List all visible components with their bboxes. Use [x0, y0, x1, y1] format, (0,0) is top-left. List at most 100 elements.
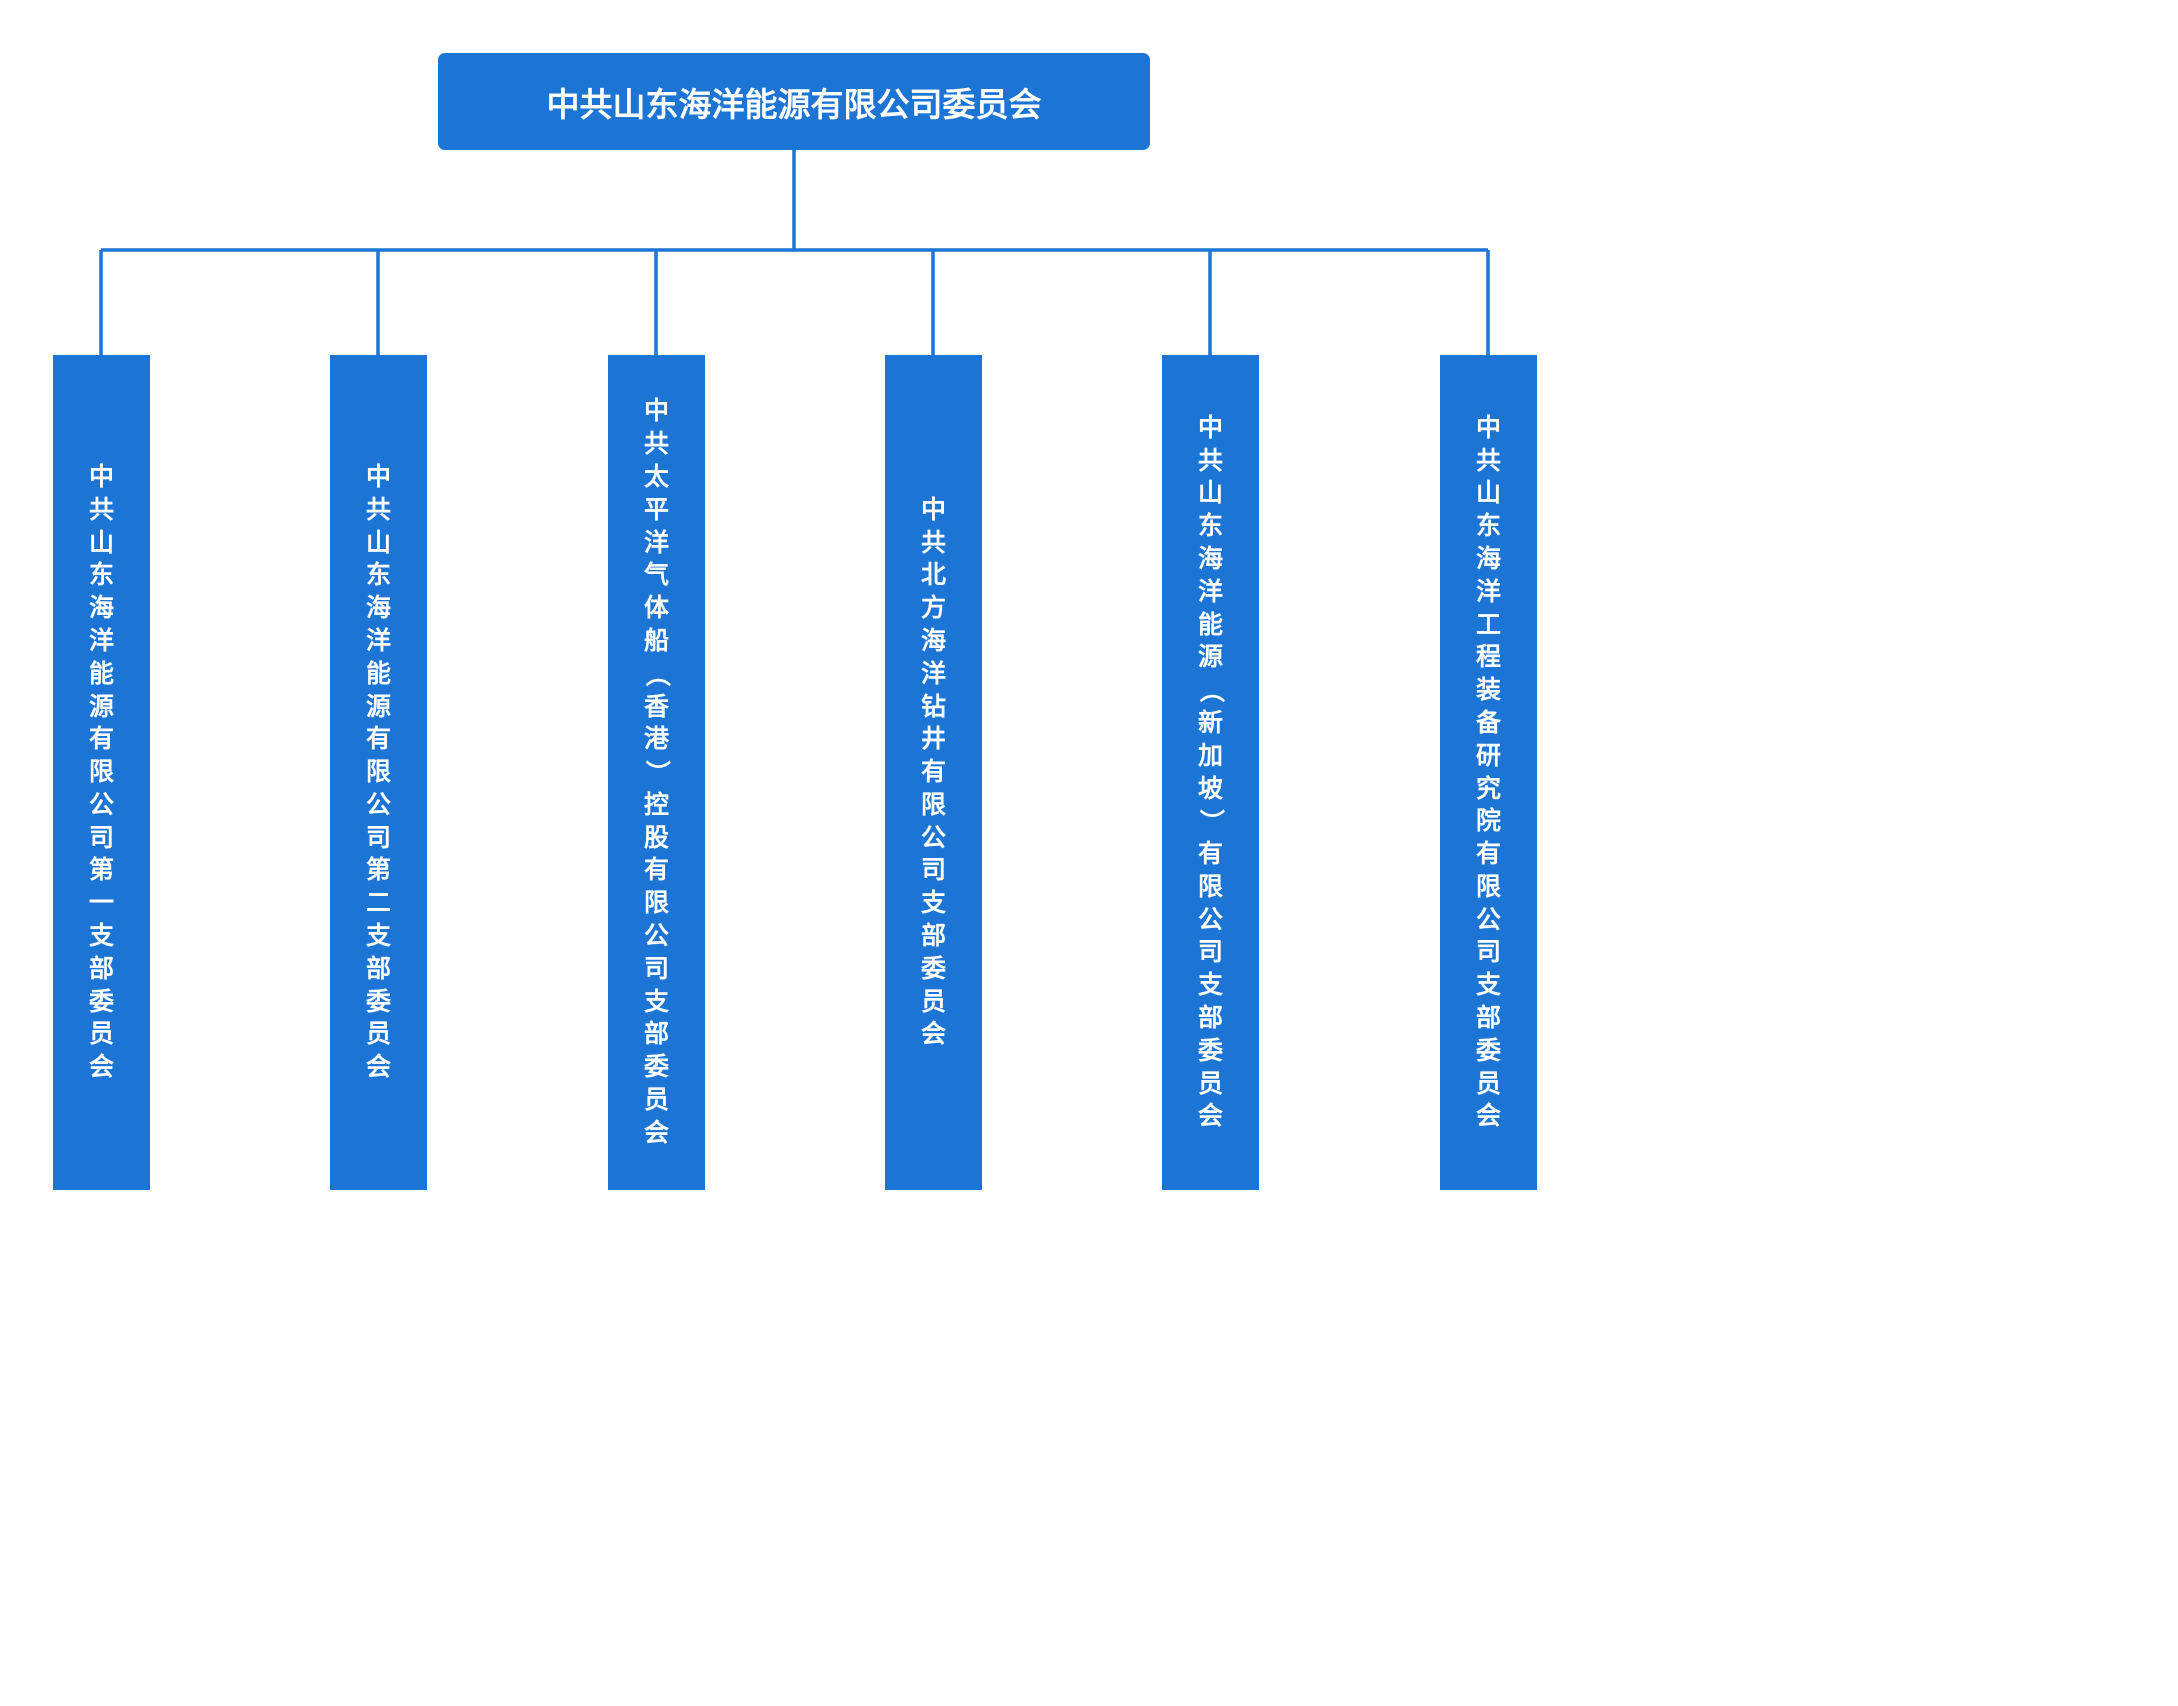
- label-char: 部: [88, 953, 114, 983]
- label-char: 共: [1197, 445, 1223, 475]
- label-char: 委: [1475, 1035, 1501, 1065]
- label-char: 山: [1197, 478, 1223, 508]
- label-char: 能: [1197, 609, 1223, 639]
- label-char: 新: [1197, 707, 1223, 737]
- label-char: 会: [920, 1019, 946, 1049]
- label-char: 第: [88, 855, 114, 885]
- label-char: 有: [643, 855, 669, 885]
- label-char: 体: [643, 593, 669, 623]
- label-char: 港: [643, 724, 669, 754]
- root-node: 中共山东海洋能源有限公司委员会: [438, 53, 1150, 150]
- label-char: 员: [1475, 1068, 1501, 1098]
- label-char: 东: [1475, 511, 1501, 541]
- label-char: 方: [920, 593, 946, 623]
- child-node-label: 中共太平洋气体船（香港）控股有限公司支部委员会: [643, 395, 672, 1149]
- child-node-label: 中共山东海洋能源有限公司第二支部委员会: [366, 461, 391, 1084]
- label-char: 有: [88, 724, 114, 754]
- label-char: 东: [365, 560, 391, 590]
- label-char: 平: [643, 494, 669, 524]
- label-char: ）: [642, 759, 672, 785]
- label-char: 有: [365, 724, 391, 754]
- child-node-label: 中共山东海洋工程装备研究院有限公司支部委员会: [1476, 412, 1501, 1134]
- label-char: 研: [1475, 740, 1501, 770]
- label-char: 共: [1475, 445, 1501, 475]
- label-char: 装: [1475, 675, 1501, 705]
- label-char: 共: [88, 494, 114, 524]
- label-char: 员: [365, 1019, 391, 1049]
- label-char: 程: [1475, 642, 1501, 672]
- label-char: 员: [1197, 1068, 1223, 1098]
- label-char: 中: [1475, 412, 1501, 442]
- label-char: 有: [1475, 839, 1501, 869]
- label-char: 限: [365, 757, 391, 787]
- label-char: 有: [1197, 839, 1223, 869]
- child-node-label: 中共山东海洋能源有限公司第一支部委员会: [89, 461, 114, 1084]
- label-char: 洋: [1197, 576, 1223, 606]
- label-char: 山: [88, 527, 114, 557]
- child-node-4: 中共北方海洋钻井有限公司支部委员会: [885, 355, 982, 1190]
- label-char: 共: [365, 494, 391, 524]
- label-char: 海: [1197, 543, 1223, 573]
- label-char: 太: [643, 461, 669, 491]
- label-char: 洋: [643, 527, 669, 557]
- label-char: 员: [88, 1019, 114, 1049]
- label-char: 能: [365, 658, 391, 688]
- label-char: 洋: [920, 658, 946, 688]
- label-char: 部: [643, 1019, 669, 1049]
- label-char: 限: [88, 757, 114, 787]
- label-char: 支: [88, 921, 114, 951]
- org-chart: 中共山东海洋能源有限公司委员会 中共山东海洋能源有限公司第一支部委员会 中共山东…: [53, 53, 1537, 1190]
- label-char: 海: [920, 625, 946, 655]
- label-char: 坡: [1197, 773, 1223, 803]
- label-char: 限: [643, 888, 669, 918]
- label-char: 船: [643, 625, 669, 655]
- label-char: 支: [643, 986, 669, 1016]
- child-node-1: 中共山东海洋能源有限公司第一支部委员会: [53, 355, 150, 1190]
- label-char: 井: [920, 724, 946, 754]
- connector-lines: [99, 150, 1490, 355]
- label-char: 北: [920, 560, 946, 590]
- label-char: 洋: [88, 625, 114, 655]
- label-char: 司: [365, 822, 391, 852]
- label-char: 部: [1197, 1003, 1223, 1033]
- label-char: （: [1196, 678, 1226, 704]
- label-char: 究: [1475, 773, 1501, 803]
- label-char: 共: [643, 429, 669, 459]
- label-char: 会: [1475, 1101, 1501, 1131]
- label-char: 限: [1475, 871, 1501, 901]
- label-char: 有: [920, 757, 946, 787]
- label-char: 备: [1475, 707, 1501, 737]
- label-char: 源: [88, 691, 114, 721]
- label-char: 支: [365, 921, 391, 951]
- label-char: 洋: [1475, 576, 1501, 606]
- label-char: 委: [920, 953, 946, 983]
- label-char: 委: [365, 986, 391, 1016]
- label-char: 东: [1197, 511, 1223, 541]
- label-char: 中: [1197, 412, 1223, 442]
- label-char: 能: [88, 658, 114, 688]
- label-char: 工: [1475, 609, 1501, 639]
- child-node-label: 中共北方海洋钻井有限公司支部委员会: [921, 494, 946, 1052]
- label-char: 山: [365, 527, 391, 557]
- label-char: 海: [88, 593, 114, 623]
- label-char: 山: [1475, 478, 1501, 508]
- child-node-label: 中共山东海洋能源（新加坡）有限公司支部委员会: [1197, 412, 1226, 1134]
- label-char: 控: [643, 789, 669, 819]
- label-char: 二: [365, 888, 391, 918]
- label-char: 司: [1475, 937, 1501, 967]
- label-char: 司: [920, 855, 946, 885]
- child-node-2: 中共山东海洋能源有限公司第二支部委员会: [330, 355, 427, 1190]
- label-char: 限: [920, 789, 946, 819]
- label-char: 公: [1197, 904, 1223, 934]
- label-char: 公: [643, 921, 669, 951]
- label-char: 中: [643, 396, 669, 426]
- label-char: 员: [643, 1085, 669, 1115]
- label-char: 钻: [920, 691, 946, 721]
- label-char: 洋: [365, 625, 391, 655]
- label-char: 支: [1475, 970, 1501, 1000]
- label-char: 加: [1197, 740, 1223, 770]
- label-char: 会: [88, 1052, 114, 1082]
- label-char: 部: [1475, 1003, 1501, 1033]
- label-char: 公: [1475, 904, 1501, 934]
- label-char: 部: [365, 953, 391, 983]
